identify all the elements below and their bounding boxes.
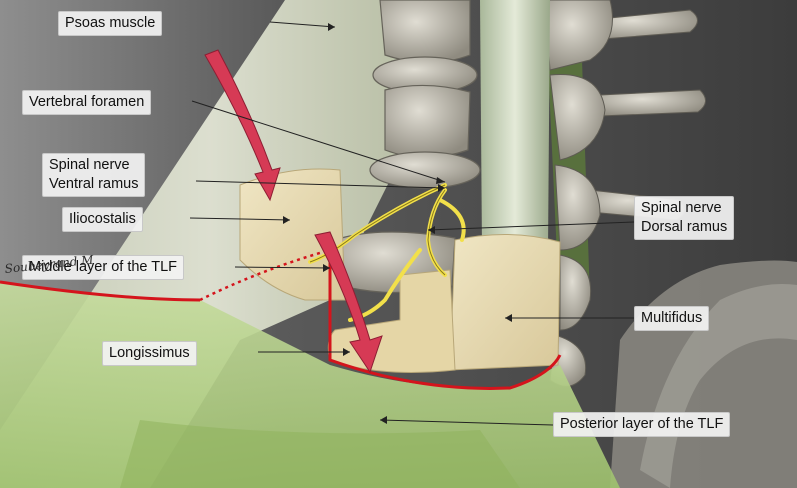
red-arrow-upper: [204, 49, 281, 202]
leader-posterior-layer: [379, 419, 554, 426]
label-text: Posterior layer of the TLF: [560, 416, 724, 432]
facet-joints: [544, 0, 613, 387]
leader-iliocostalis: [189, 217, 291, 221]
spinal-nerves-outline: [309, 184, 446, 276]
posterior-layer-shading: [120, 420, 520, 488]
label-text: Longissimus: [109, 345, 190, 361]
fascia-red-line-dotted: [199, 248, 331, 302]
multifidus-muscle: [449, 233, 561, 371]
leader-dorsal-ramus: [427, 221, 635, 231]
label-text: Vertebral foramen: [29, 94, 145, 110]
label-text-line-2: Ventral ramus: [49, 176, 139, 192]
label-iliocostalis: Iliocostalis: [62, 207, 143, 232]
vertebral-bodies: [334, 0, 481, 294]
label-text-line-1: Spinal nerve: [49, 157, 130, 173]
label-middle-layer-tlf: Middle layer of the TLF: [22, 255, 185, 280]
leader-lines: [189, 21, 635, 426]
leader-arrowheads: [283, 23, 512, 424]
label-longissimus: Longissimus: [102, 341, 197, 366]
label-psoas-muscle: Psoas muscle: [58, 11, 163, 36]
label-ventral-ramus: Spinal nerve Ventral ramus: [42, 153, 146, 197]
red-arrow-lower: [314, 231, 383, 374]
label-posterior-layer-tlf: Posterior layer of the TLF: [553, 412, 731, 437]
label-text-line-1: Spinal nerve: [641, 200, 722, 216]
leader-middle-layer: [234, 266, 331, 269]
leader-psoas: [269, 21, 336, 28]
label-text: Multifidus: [641, 310, 703, 326]
fascia-red-line: [0, 280, 201, 302]
fascia-red-line-posterior: [328, 250, 562, 390]
leader-ventral-ramus: [195, 180, 446, 189]
label-vertebral-foramen: Vertebral foramen: [22, 90, 152, 115]
label-text-line-2: Dorsal ramus: [641, 219, 728, 235]
label-multifidus: Multifidus: [634, 306, 710, 331]
label-text: Psoas muscle: [65, 15, 156, 31]
label-dorsal-ramus: Spinal nerve Dorsal ramus: [634, 196, 735, 240]
label-text: Iliocostalis: [69, 211, 136, 227]
dural-sac: [480, 0, 550, 256]
iliac-bone-highlight: [640, 284, 797, 488]
leader-vertebral-foramen: [191, 100, 446, 183]
label-text: Middle layer of the TLF: [29, 259, 178, 275]
